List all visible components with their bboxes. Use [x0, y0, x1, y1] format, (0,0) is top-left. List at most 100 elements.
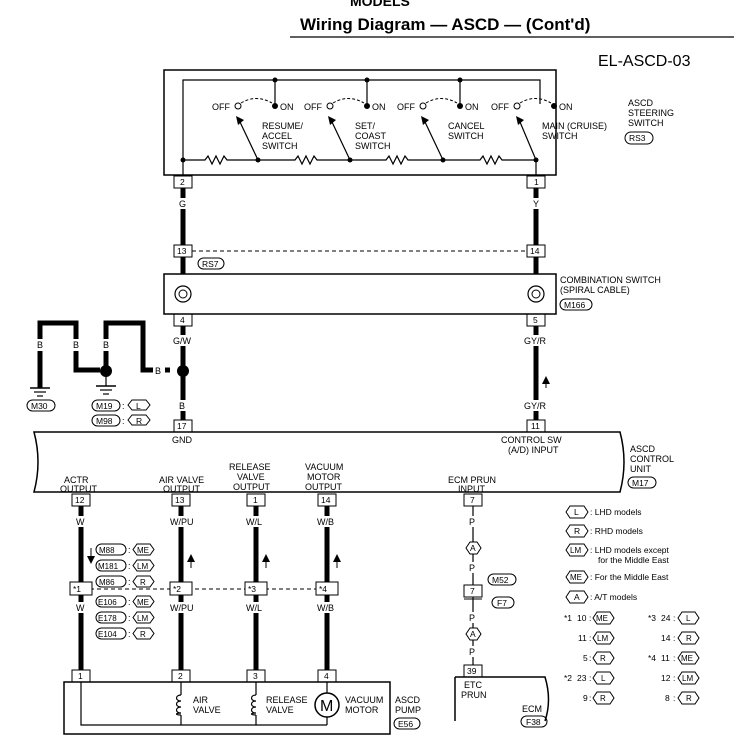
connector-f7 — [491, 596, 515, 609]
arrow-up-release — [262, 554, 270, 562]
svg-text::: : — [128, 561, 131, 571]
ground-wire-m19 — [103, 320, 170, 373]
svg-text::: : — [589, 653, 591, 663]
ecm-prun-label-2: INPUT — [458, 484, 486, 494]
arrow-up-air — [187, 554, 195, 562]
at-tag-lower-label: A — [470, 629, 476, 639]
vacuum-out-label-1: VACUUM — [305, 462, 343, 472]
on-label-1: ON — [280, 102, 294, 112]
legend: L : LHD models R : RHD models LM : LHD m… — [565, 505, 670, 604]
junction-tag-me-2: ME — [137, 598, 149, 607]
junction-conn-m181: M181 — [98, 562, 119, 571]
ground-symbol-m19 — [96, 385, 116, 395]
actr-label-2: OUTPUT — [60, 484, 98, 494]
wire-y-label: Y — [533, 199, 539, 209]
ground-symbol-m30 — [30, 387, 50, 397]
junction-pin-1-label: *1 — [73, 584, 81, 594]
pin-note-tag-10: R — [686, 694, 692, 703]
set-label-2: COAST — [355, 131, 387, 141]
pin-39-f38-label: 39 — [467, 666, 477, 676]
pin-rs7-13-label: 13 — [177, 246, 187, 256]
legend-text-a: : A/T models — [590, 592, 637, 602]
ground-b-label-3: B — [103, 340, 109, 350]
connector-m17-label: M17 — [632, 478, 649, 488]
legend-text-lm-2: for the Middle East — [598, 555, 670, 565]
air-valve-out-label-2: OUTPUT — [163, 484, 201, 494]
connector-m166-label: M166 — [564, 300, 586, 310]
wire-gyr-label: GY/R — [524, 336, 547, 346]
svg-text::: : — [128, 613, 131, 623]
svg-text::: : — [589, 693, 591, 703]
on-label-2: ON — [372, 102, 386, 112]
pin-note-tag-7: R — [686, 634, 692, 643]
wire-p-2: P — [469, 563, 475, 573]
resistor-chain — [183, 154, 536, 166]
gnd-label: GND — [172, 435, 193, 445]
pin-note-tag-3: R — [600, 654, 606, 663]
cancel-label-1: CANCEL — [448, 121, 485, 131]
pin-notes: *1 10 : ME 11 : LM 5 : R *2 23 : L 9 : R… — [564, 611, 700, 705]
ctrl-sw-label-2: (A/D) INPUT — [508, 445, 559, 455]
air-valve-label-1: AIR — [193, 695, 209, 705]
junction-tag-r-2: R — [140, 630, 146, 639]
etc-label-2: PRUN — [461, 690, 487, 700]
pin-m17-17-label: 17 — [177, 421, 187, 431]
connector-f7-label: F7 — [497, 598, 507, 608]
pin-m17-12-label: 12 — [75, 495, 85, 505]
junction-conn-e106: E106 — [98, 598, 117, 607]
resume-label-1: RESUME/ — [262, 121, 304, 131]
junction-pin-3-label: *3 — [248, 584, 256, 594]
air-valve-label-2: VALVE — [193, 705, 221, 715]
switch-cancel: OFF ON CANCEL SWITCH — [397, 80, 485, 161]
spiral-cable-left — [174, 285, 192, 303]
wire-wb-upper: W/B — [317, 517, 334, 527]
junction-tag-r-1: R — [140, 578, 146, 587]
connector-rs3 — [624, 131, 654, 145]
cancel-label-2: SWITCH — [448, 131, 484, 141]
set-label-3: SWITCH — [355, 141, 391, 151]
pin-note-tag-2: LM — [597, 634, 608, 643]
connector-f38 — [520, 715, 548, 728]
pin-note-star-8: *4 — [648, 653, 656, 663]
pin-note-tag-1: ME — [596, 614, 608, 623]
junction-tag-lm-2: LM — [137, 614, 148, 623]
combination-switch-box — [163, 273, 557, 315]
spiral-cable-right — [527, 285, 545, 303]
steering-switch-label-3: SWITCH — [628, 118, 664, 128]
pin-m166-5-label: 5 — [533, 315, 538, 325]
control-unit-label-3: UNIT — [630, 464, 651, 474]
svg-text::: : — [128, 629, 131, 639]
wire-gw-label: G/W — [173, 336, 192, 346]
svg-text::: : — [673, 673, 675, 683]
off-label-3: OFF — [397, 102, 415, 112]
legend-text-me: : For the Middle East — [590, 572, 669, 582]
main-label-1: MAIN (CRUISE) — [542, 121, 607, 131]
main-label-2: SWITCH — [542, 131, 578, 141]
junction-pin-1 — [69, 581, 93, 596]
release-valve-label-2: VALVE — [266, 705, 294, 715]
resume-label-2: ACCEL — [262, 131, 292, 141]
output-wires — [78, 506, 330, 670]
vacuum-motor-m: M — [320, 698, 333, 715]
legend-text-l: : LHD models — [590, 507, 642, 517]
ecm-prun-label-1: ECM PRUN — [448, 475, 496, 485]
junction-tag-lm-1: LM — [137, 562, 148, 571]
svg-text::: : — [673, 613, 675, 623]
pin-m166-4-label: 4 — [180, 315, 185, 325]
pin-note-pin-4: 23 — [577, 673, 587, 683]
switch-top-bus — [182, 79, 541, 160]
svg-text::: : — [589, 633, 591, 643]
legend-tag-lm: LM — [570, 546, 581, 555]
wire-wpu-upper: W/PU — [170, 517, 194, 527]
vacuum-motor-label-1: VACUUM — [345, 695, 383, 705]
vacuum-motor-symbol — [314, 692, 340, 718]
wire-g-label: G — [179, 199, 186, 209]
pin-m17-13-label: 13 — [175, 495, 185, 505]
pin-note-tag-5: R — [600, 694, 606, 703]
connector-m98-label: M98 — [96, 416, 113, 426]
legend-tag-me: ME — [570, 573, 582, 582]
release-out-label-2: VALVE — [237, 472, 265, 482]
vacuum-motor-label-2: MOTOR — [345, 705, 379, 715]
at-tag-upper-label: A — [470, 543, 476, 553]
steering-switch-label-2: STEERING — [628, 108, 674, 118]
